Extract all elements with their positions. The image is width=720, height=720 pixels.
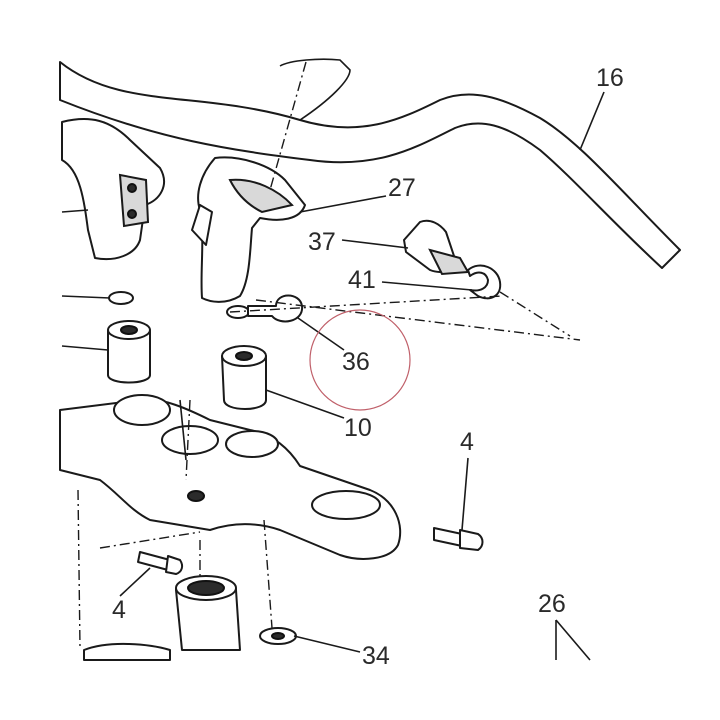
clip-41 [467,264,502,300]
callout-37: 37 [308,228,336,256]
callout-34: 34 [362,642,390,670]
callout-41: 41 [348,266,376,294]
key-cylinder [403,219,470,276]
callout-10: 10 [344,414,372,442]
callout-4-left: 4 [112,596,126,624]
steering-stem [175,575,241,651]
callout-26: 26 [538,590,566,618]
callout-36: 36 [342,348,370,376]
assembly-axes [77,61,581,649]
leader-lines [61,91,605,661]
callout-4-right: 4 [460,428,474,456]
left-bushing [107,320,151,384]
callout-27: 27 [388,174,416,202]
riser-clamp-27 [191,156,306,303]
lower-bracket-partial [83,642,171,661]
bolt-4-right [433,527,484,551]
left-washer [108,291,134,305]
washer-34 [259,627,297,645]
left-riser-clamp [61,118,165,260]
highlight-circle [309,309,411,411]
handlebar [59,58,681,269]
bolt-4-left [137,551,184,575]
callout-16: 16 [596,64,624,92]
triple-clamp [59,394,402,560]
right-bushing-10 [221,345,267,410]
